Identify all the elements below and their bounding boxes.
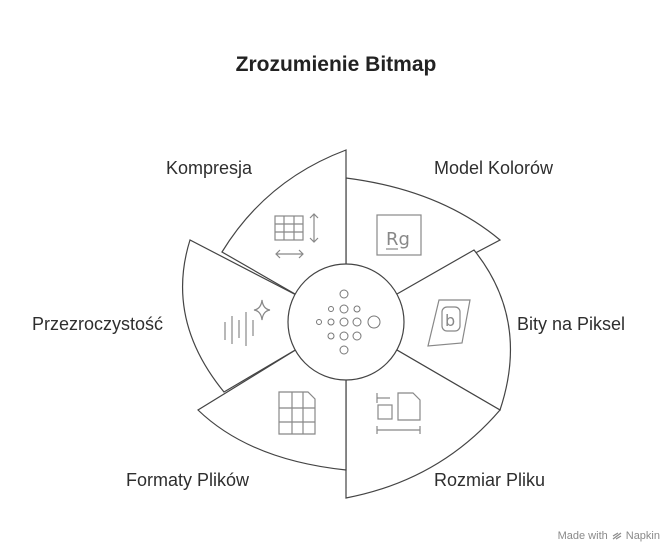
- b-letter-icon: b: [427, 299, 471, 347]
- file-size-icon: [376, 392, 421, 434]
- label-przezroczystosc: Przezroczystość: [32, 314, 164, 334]
- label-formaty-plikow: Formaty Plików: [126, 470, 250, 490]
- svg-text:Rg: Rg: [386, 229, 410, 250]
- napkin-brand-text: Napkin: [625, 530, 660, 542]
- rg-color-model-icon: Rg: [376, 214, 422, 256]
- made-with-text: Made with: [557, 530, 608, 542]
- center-hub: [287, 263, 405, 381]
- label-kompresja: Kompresja: [166, 158, 253, 178]
- napkin-footer[interactable]: Made with Napkin: [558, 530, 660, 542]
- diagram-title: Zrozumienie Bitmap: [235, 53, 437, 76]
- napkin-logo-icon: [612, 532, 622, 540]
- transparency-sparkle-icon: [224, 299, 271, 346]
- label-rozmiar-pliku: Rozmiar Pliku: [434, 470, 546, 490]
- label-bity-na-piksel: Bity na Piksel: [517, 314, 626, 334]
- label-model-kolorow: Model Kolorów: [434, 158, 554, 178]
- table-compress-icon: [274, 213, 319, 259]
- file-grid-icon: [278, 391, 316, 435]
- dot-cluster-icon: [316, 289, 381, 355]
- svg-text:b: b: [445, 311, 455, 330]
